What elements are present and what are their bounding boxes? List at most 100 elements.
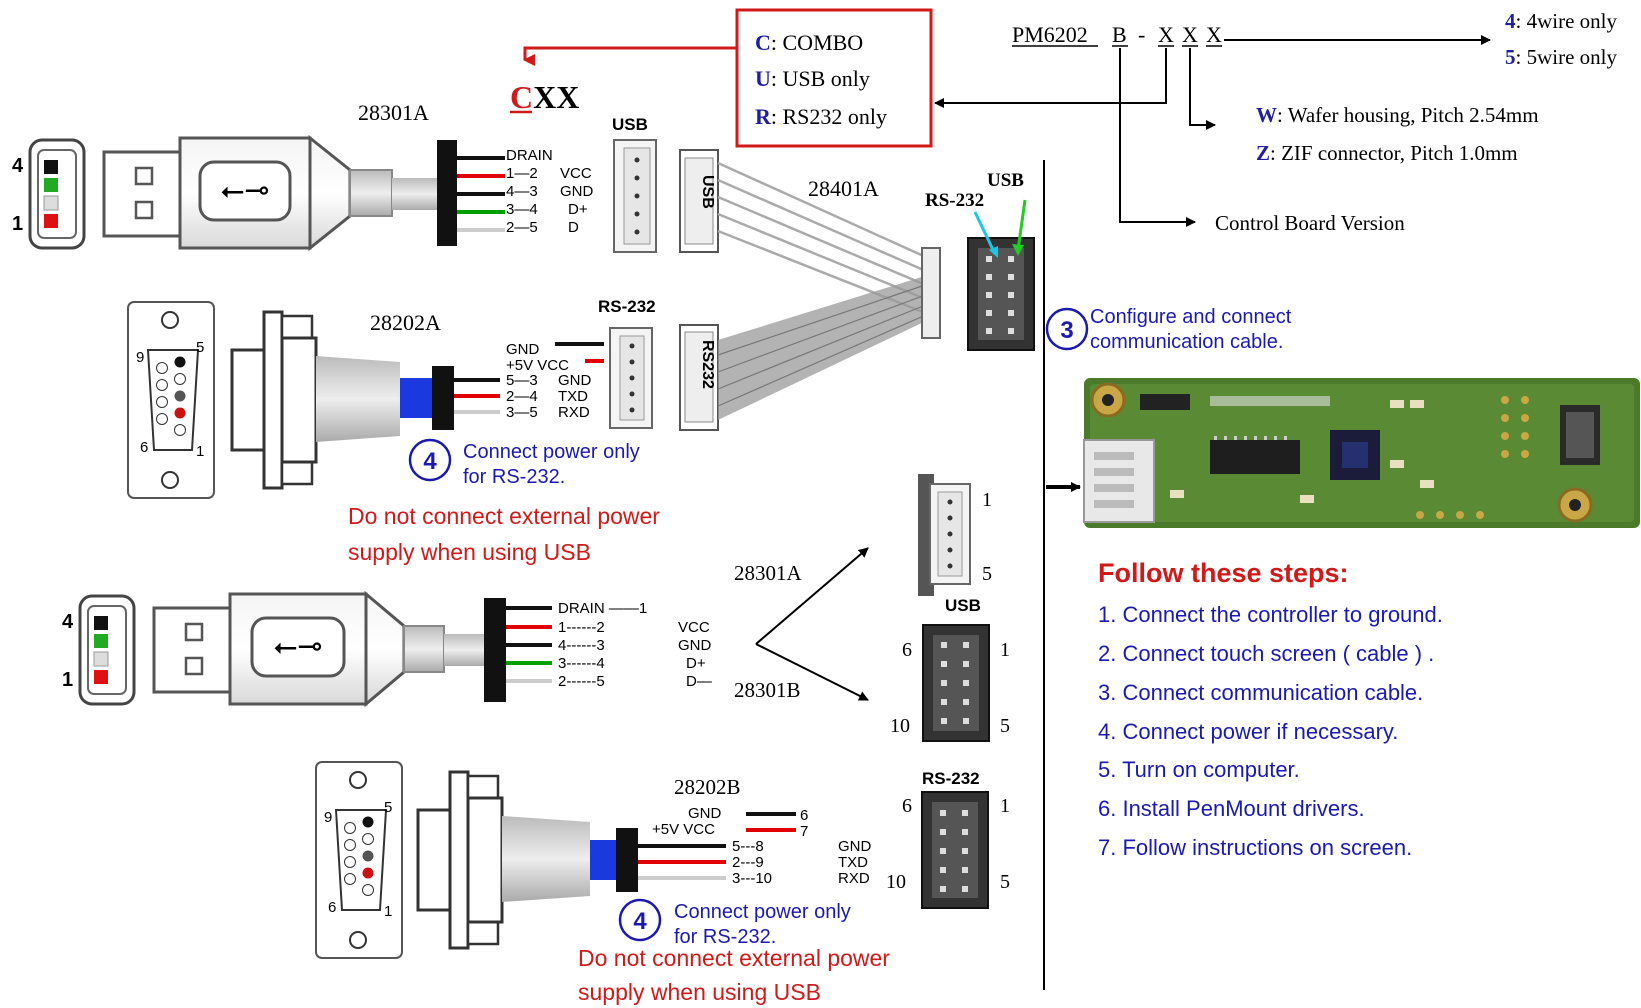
svg-text:R: RS232 only: R: RS232 only [755, 104, 887, 129]
part-x3: X [1206, 22, 1222, 47]
svg-text:D+: D+ [568, 201, 588, 218]
part-x2: X [1182, 22, 1198, 47]
svg-text:RXD: RXD [838, 870, 870, 887]
svg-text:4: 4 [12, 155, 24, 177]
svg-text:C: COMBO: C: COMBO [755, 30, 863, 55]
svg-text:4: 4 [423, 448, 437, 475]
svg-text:5: 5 [384, 799, 392, 816]
part-x1: X [1158, 22, 1174, 47]
svg-text:6: 6 [902, 639, 912, 661]
step-2: 2. Connect touch screen ( cable ) . [1098, 641, 1434, 666]
step-4: 4. Connect power if necessary. [1098, 719, 1398, 744]
svg-text:⭠⊸: ⭠⊸ [273, 629, 322, 664]
svg-text:3------4: 3------4 [558, 655, 605, 672]
step-6: 6. Install PenMount drivers. [1098, 796, 1365, 821]
svg-text:5: 5 [982, 563, 992, 585]
controller-board-image [1046, 378, 1640, 528]
svg-text:9: 9 [324, 809, 332, 826]
svg-text:communication cable.: communication cable. [1090, 331, 1283, 353]
steps-panel: Follow these steps: 1. Connect the contr… [1098, 558, 1443, 860]
step3-note: 3 Configure and connect communication ca… [1045, 306, 1292, 353]
rs232-cable-bottom: 9 5 6 1 GND +5V VCC 6 7 5---8 2---9 3---… [315, 761, 1010, 959]
svg-text:10: 10 [890, 715, 910, 737]
housing-z-key: Z [1256, 141, 1270, 165]
part-dash: - [1138, 22, 1145, 47]
step-5: 5. Turn on computer. [1098, 757, 1300, 782]
svg-text:Do not connect external power: Do not connect external power [578, 945, 890, 971]
wire-opt-4-key: 4 [1505, 9, 1516, 33]
step-7: 7. Follow instructions on screen. [1098, 835, 1412, 860]
svg-text:Z: ZIF connector, Pitch 1.0mm: Z: ZIF connector, Pitch 1.0mm [1256, 141, 1518, 165]
svg-text:U: USB only: U: USB only [755, 66, 870, 91]
housing-w-key: W [1256, 103, 1277, 127]
part-base: PM6202 [1012, 22, 1088, 47]
warning-bottom: Do not connect external power supply whe… [578, 945, 890, 1005]
svg-text:1: 1 [982, 489, 992, 511]
svg-text:VCC: VCC [560, 165, 592, 182]
svg-text:GND: GND [560, 183, 594, 200]
svg-text:supply when using USB: supply when using USB [578, 979, 821, 1005]
steps-title: Follow these steps: [1098, 558, 1349, 588]
pin-black [44, 160, 58, 174]
usb-symbol-icon: ⭠⊸ [220, 173, 269, 208]
svg-text:4: 4wire only: 4: 4wire only [1505, 9, 1617, 33]
part-28401a: 28401A [808, 176, 879, 201]
step-1: 1. Connect the controller to ground. [1098, 602, 1443, 627]
svg-text:DRAIN: DRAIN [506, 147, 553, 164]
svg-text:RS-232: RS-232 [922, 769, 980, 788]
interface-options-box: C: COMBO U: USB only R: RS232 only [523, 8, 933, 148]
control-board-label: Control Board Version [1215, 211, 1405, 235]
svg-text:1------2: 1------2 [558, 619, 605, 636]
cxx-label: CXX [510, 79, 579, 115]
svg-text:1: 1 [1000, 795, 1010, 817]
warning-top: Do not connect external power supply whe… [348, 503, 660, 565]
part-b: B [1112, 22, 1127, 47]
svg-text:2—5: 2—5 [506, 219, 538, 236]
svg-text:6: 6 [140, 439, 148, 456]
step-3: 3. Connect communication cable. [1098, 680, 1423, 705]
svg-text:5—3: 5—3 [506, 372, 538, 389]
pin-red [44, 214, 58, 228]
svg-text:for RS-232.: for RS-232. [674, 926, 776, 948]
svg-text:3—4: 3—4 [506, 201, 538, 218]
svg-text:DRAIN ——1: DRAIN ——1 [558, 600, 647, 617]
svg-text:supply when using USB: supply when using USB [348, 539, 591, 565]
svg-text:TXD: TXD [838, 854, 868, 871]
svg-text:RS232: RS232 [699, 340, 716, 389]
svg-text:GND: GND [688, 805, 722, 822]
ribbon-cable-28401a: USB RS232 [679, 149, 1035, 431]
svg-text:5: 5 [196, 339, 204, 356]
wire-opt-5-key: 5 [1505, 45, 1516, 69]
svg-text:TXD: TXD [558, 388, 588, 405]
svg-text:4: 4 [633, 908, 647, 935]
svg-text:2------5: 2------5 [558, 673, 605, 690]
svg-text:1—2: 1—2 [506, 165, 538, 182]
part-28301b: 28301B [734, 678, 801, 702]
svg-text:Do not connect external power: Do not connect external power [348, 503, 660, 529]
svg-text:+5V VCC: +5V VCC [506, 357, 569, 374]
svg-text:USB: USB [699, 175, 716, 209]
svg-text:1: 1 [12, 213, 23, 235]
svg-text:5: 5 [1000, 871, 1010, 893]
usb-cable-top: 4 1 ⭠⊸ DRAIN 1—2 4—3 3—4 2—5 VCC GND D+ … [12, 100, 657, 253]
svg-text:4—3: 4—3 [506, 183, 538, 200]
pin-green [44, 178, 58, 192]
svg-text:USB: USB [612, 115, 648, 134]
svg-text:1: 1 [384, 903, 392, 920]
svg-text:4------3: 4------3 [558, 637, 605, 654]
pin-white [43, 195, 59, 211]
svg-text:+5V VCC: +5V VCC [652, 821, 715, 838]
part-28202b: 28202B [674, 775, 741, 799]
svg-text:USB: USB [945, 596, 981, 615]
svg-text:GND: GND [678, 637, 712, 654]
svg-text:D: D [568, 219, 579, 236]
svg-text:3—5: 3—5 [506, 404, 538, 421]
usb-cable-bottom: 4 1 ⭠⊸ DRAIN ——1 1------2 4------3 3----… [62, 474, 1010, 742]
svg-text:D—: D— [686, 673, 712, 690]
part-28301a-top: 28301A [358, 100, 429, 125]
svg-text:6: 6 [800, 807, 808, 824]
svg-text:VCC: VCC [678, 619, 710, 636]
svg-text:GND: GND [506, 341, 540, 358]
svg-text:Connect power only: Connect power only [463, 441, 640, 463]
